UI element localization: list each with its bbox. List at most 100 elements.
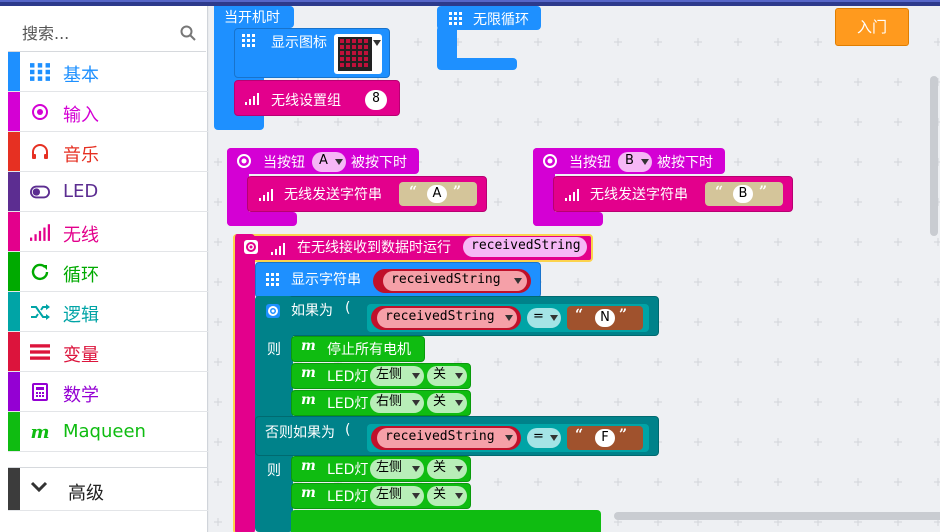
chevron-down-icon: [505, 315, 513, 321]
open-quote-icon: “: [409, 184, 418, 200]
category-led[interactable]: LED: [8, 172, 208, 212]
toggle-icon: [30, 185, 50, 199]
category-label: 变量: [63, 345, 99, 366]
pressed-label: 被按下时: [657, 155, 713, 171]
received-var-dropdown-1[interactable]: receivedString: [383, 271, 527, 291]
received-var-dropdown-2[interactable]: receivedString: [377, 308, 517, 328]
on-received-arm: [233, 234, 255, 532]
button-a-dropdown[interactable]: A: [312, 152, 346, 172]
else-if-label: 否则如果为: [265, 425, 335, 441]
stop-motors-label: 停止所有电机: [327, 342, 411, 358]
on-start-header: [214, 6, 294, 28]
button-b-dropdown[interactable]: B: [618, 152, 652, 172]
string-n-value[interactable]: N: [595, 309, 615, 327]
string-b-value[interactable]: B: [733, 185, 753, 203]
category-loops[interactable]: 循环: [8, 252, 208, 292]
close-quote-icon: ”: [453, 184, 462, 200]
chevron-down-icon: [455, 400, 463, 406]
signal-icon: [30, 224, 50, 241]
led-label: LED灯: [327, 489, 369, 505]
search-box: [8, 12, 206, 52]
category-basic[interactable]: 基本: [8, 52, 208, 92]
on-button-a-bottom: [227, 212, 297, 226]
led-state-dropdown[interactable]: 关: [427, 486, 467, 506]
forever-left-arm: [437, 26, 457, 66]
received-var-dropdown-3[interactable]: receivedString: [377, 428, 517, 448]
on-start-label: 当开机时: [224, 10, 280, 26]
category-advanced[interactable]: 高级: [8, 467, 208, 511]
open-quote-icon: “: [715, 184, 724, 200]
category-label: 输入: [63, 105, 99, 126]
maqueen-icon: m: [301, 392, 316, 408]
search-input[interactable]: [22, 22, 172, 44]
led-side-dropdown[interactable]: 左侧: [370, 366, 424, 386]
pressed-label: 被按下时: [351, 155, 407, 171]
category-label: 循环: [63, 265, 99, 286]
category-label: Maqueen: [63, 421, 146, 442]
open-quote-icon: “: [575, 427, 584, 443]
on-received-label: 在无线接收到数据时运行: [297, 240, 451, 256]
led-label: LED灯: [327, 462, 369, 478]
signal-icon: [259, 189, 273, 201]
if-arm: [255, 296, 293, 532]
stop-motors-block[interactable]: [291, 336, 425, 362]
category-label: 音乐: [63, 145, 99, 166]
led-matrix-icon: [338, 37, 372, 71]
category-logic[interactable]: 逻辑: [8, 292, 208, 332]
target-icon: [237, 154, 251, 168]
led-side-dropdown[interactable]: 右侧: [370, 393, 424, 413]
refresh-icon: [31, 263, 49, 281]
category-music[interactable]: 音乐: [8, 132, 208, 172]
category-label: 基本: [63, 65, 99, 86]
motor-block-partial[interactable]: [291, 510, 601, 532]
on-button-a-label: 当按钮: [263, 155, 305, 171]
led-state-dropdown[interactable]: 关: [427, 366, 467, 386]
maqueen-icon: m: [301, 458, 316, 474]
category-label: 逻辑: [63, 305, 99, 326]
string-a-value[interactable]: A: [427, 185, 447, 203]
category-label: LED: [63, 181, 99, 202]
category-radio[interactable]: 无线: [8, 212, 208, 252]
category-variables[interactable]: 变量: [8, 332, 208, 372]
category-maqueen[interactable]: m Maqueen: [8, 412, 208, 452]
open-paren: (: [345, 300, 351, 316]
then-label-2: 则: [267, 463, 281, 479]
operator-dropdown-2[interactable]: =: [527, 428, 561, 448]
chevron-down-icon: [30, 481, 48, 493]
then-label-1: 则: [267, 342, 281, 358]
horizontal-scrollbar[interactable]: [614, 512, 940, 520]
led-side-dropdown[interactable]: 左侧: [370, 459, 424, 479]
radio-group-label: 无线设置组: [271, 93, 341, 109]
chevron-down-icon: [455, 493, 463, 499]
vertical-scrollbar[interactable]: [930, 76, 938, 236]
led-state-dropdown[interactable]: 关: [427, 393, 467, 413]
chevron-down-icon: [550, 315, 558, 321]
led-label: LED灯: [327, 396, 369, 412]
lines-icon: [30, 344, 50, 360]
chevron-down-icon: [641, 159, 649, 165]
close-quote-icon: ”: [619, 427, 628, 443]
chevron-down-icon: [412, 466, 420, 472]
workspace[interactable]: 入门 当开机时 显示图标 无线设置组 8 无限循环 当按钮 A 被按下时 无线发…: [209, 6, 940, 532]
forever-bottom: [437, 58, 517, 70]
operator-dropdown-1[interactable]: =: [527, 308, 561, 328]
calculator-icon: [32, 383, 48, 401]
category-input[interactable]: 输入: [8, 92, 208, 132]
send-string-label: 无线发送字符串: [284, 187, 382, 203]
chevron-down-icon: [514, 278, 522, 284]
target-icon: [32, 104, 48, 120]
grid-icon: [30, 63, 50, 81]
intro-button[interactable]: 入门: [835, 8, 909, 46]
received-param[interactable]: receivedString: [463, 237, 587, 257]
led-state-dropdown[interactable]: 关: [427, 459, 467, 479]
on-button-b-label: 当按钮: [569, 155, 611, 171]
radio-group-value[interactable]: 8: [365, 90, 387, 110]
close-quote-icon: ”: [619, 307, 628, 323]
led-side-dropdown[interactable]: 左侧: [370, 486, 424, 506]
chevron-down-icon: [505, 435, 513, 441]
category-math[interactable]: 数学: [8, 372, 208, 412]
chevron-down-icon: [455, 373, 463, 379]
maqueen-icon: m: [301, 365, 316, 381]
search-icon[interactable]: [180, 25, 196, 41]
string-f-value[interactable]: F: [595, 429, 615, 447]
